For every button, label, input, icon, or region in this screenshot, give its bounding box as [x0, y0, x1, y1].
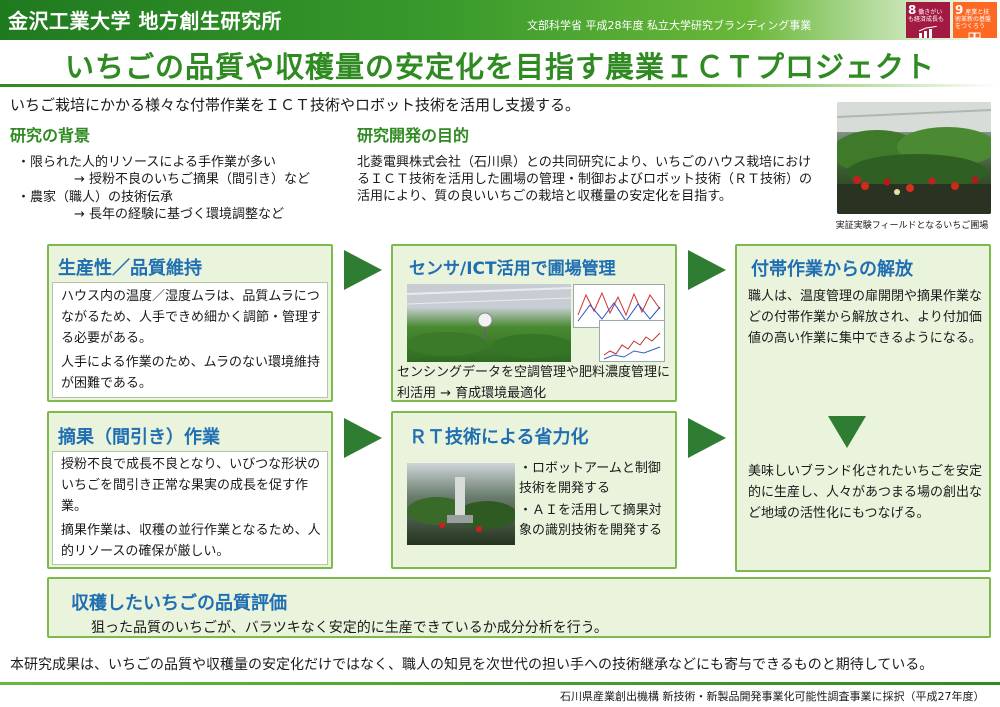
- thinning-text-1: 授粉不良で成長不良となり、いびつな形状のいちごを間引き正常な果実の成長を促す作業…: [61, 457, 321, 514]
- summary-text: 本研究成果は、いちごの品質や収穫量の安定化だけではなく、職人の知見を次世代の担い…: [10, 657, 934, 673]
- productivity-body: ハウス内の温度／湿度ムラは、品質ムラにつながるため、人手できめ細かく調節・管理す…: [52, 282, 328, 398]
- thinning-text-2: 摘果作業は、収穫の並行作業となるため、人的リソースの確保が厳しい。: [61, 523, 321, 559]
- background-item-1-sub: → 授粉不良のいちご摘果（間引き）など: [74, 172, 311, 187]
- arrow-down: [828, 416, 866, 448]
- productivity-box: 生産性／品質維持 ハウス内の温度／湿度ムラは、品質ムラにつながるため、人手できめ…: [47, 244, 333, 402]
- growth-chart-icon: [918, 25, 938, 38]
- sensor-box: センサ/ICT活用で圃場管理 センシングデータを空調管理や肥料濃度管理に利活用 …: [391, 244, 677, 402]
- sensor-field-photo: [406, 284, 572, 362]
- goal-text: 北菱電興株式会社（石川県）との共同研究により、いちごのハウス栽培におけるＩＣＴ技…: [357, 155, 813, 204]
- evaluation-box: 収穫したいちごの品質評価 狙った品質のいちごが、バラツキなく安定的に生産できてい…: [47, 577, 991, 638]
- sensor-chart-2: [599, 320, 665, 362]
- strawberry-field-photo: [837, 102, 991, 214]
- evaluation-text: 狙った品質のいちごが、バラツキなく安定的に生産できているか成分分析を行う。: [91, 620, 608, 636]
- page-title: いちごの品質や収穫量の安定化を目指す農業ＩＣＴプロジェクト: [64, 50, 935, 84]
- footer-line: [0, 682, 1000, 685]
- sdg8-badge: 8 働きがいも経済成長も: [906, 2, 950, 38]
- org-name: 金沢工業大学 地方創生研究所: [8, 9, 282, 33]
- grant-text: 石川県産業創出機構 新技術・新製品開発事業化可能性調査事業に採択（平成27年度）: [560, 690, 985, 703]
- intro-text: いちご栽培にかかる様々な付帯作業をＩＣＴ技術やロボット技術を活用し支援する。: [10, 96, 581, 114]
- rt-item-1: ・ロボットアームと制御技術を開発する: [519, 461, 661, 496]
- sensor-text: センシングデータを空調管理や肥料濃度管理に利活用 → 育成環境最適化: [397, 365, 671, 401]
- photo-caption: 実証実験フィールドとなるいちご圃場: [835, 221, 989, 231]
- robot-arm-photo: [407, 463, 517, 545]
- rt-box: ＲＴ技術による省力化 ・ロボットアームと制御技術を開発する ・ＡＩを活用して摘果…: [391, 411, 677, 569]
- release-text-2: 美味しいブランド化されたいちごを安定的に生産し、人々があつまる場の創出など地域の…: [748, 464, 983, 521]
- sdg9-text: 産業と技術革新の基盤をつくろう: [955, 9, 992, 30]
- productivity-heading: 生産性／品質維持: [58, 258, 202, 279]
- cube-icon: [968, 32, 981, 45]
- arrow-right-4: [688, 418, 726, 458]
- release-box: 付帯作業からの解放 職人は、温度管理の扉開閉や摘果作業などの付帯作業から解放され…: [735, 244, 991, 572]
- arrow-right-1: [344, 250, 382, 290]
- productivity-text-1: ハウス内の温度／湿度ムラは、品質ムラにつながるため、人手できめ細かく調節・管理す…: [61, 289, 322, 346]
- background-item-1: ・限られた人的リソースによる手作業が多い: [17, 155, 276, 170]
- release-text-1: 職人は、温度管理の扉開閉や摘果作業などの付帯作業から解放され、より付加価値の高い…: [748, 289, 983, 346]
- background-item-2: ・農家（職人）の技術伝承: [17, 190, 174, 205]
- productivity-text-2: 人手による作業のため、ムラのない環境維持が困難である。: [61, 355, 320, 391]
- program-name: 文部科学省 平成28年度 私立大学研究ブランディング事業: [527, 19, 812, 32]
- title-underline: [0, 84, 1000, 87]
- sdg8-number: 8: [908, 3, 917, 17]
- rt-item-2: ・ＡＩを活用して摘果対象の識別技術を開発する: [519, 503, 663, 538]
- arrow-right-3: [344, 418, 382, 458]
- rt-heading: ＲＴ技術による省力化: [409, 427, 589, 448]
- evaluation-heading: 収穫したいちごの品質評価: [71, 593, 287, 614]
- thinning-box: 摘果（間引き）作業 授粉不良で成長不良となり、いびつな形状のいちごを間引き正常な…: [47, 411, 333, 569]
- sdg9-number: 9: [955, 3, 964, 17]
- sensor-heading: センサ/ICT活用で圃場管理: [409, 259, 616, 279]
- goal-heading: 研究開発の目的: [357, 126, 470, 145]
- sdg9-badge: 9 産業と技術革新の基盤をつくろう: [953, 2, 997, 45]
- header-band: [0, 0, 1000, 40]
- arrow-right-2: [688, 250, 726, 290]
- sdg8-text: 働きがいも経済成長も: [908, 9, 945, 24]
- thinning-body: 授粉不良で成長不良となり、いびつな形状のいちごを間引き正常な果実の成長を促す作業…: [52, 451, 328, 565]
- thinning-heading: 摘果（間引き）作業: [58, 427, 220, 448]
- release-heading: 付帯作業からの解放: [751, 259, 913, 280]
- background-item-2-sub: → 長年の経験に基づく環境調整など: [74, 207, 285, 222]
- background-heading: 研究の背景: [10, 126, 91, 145]
